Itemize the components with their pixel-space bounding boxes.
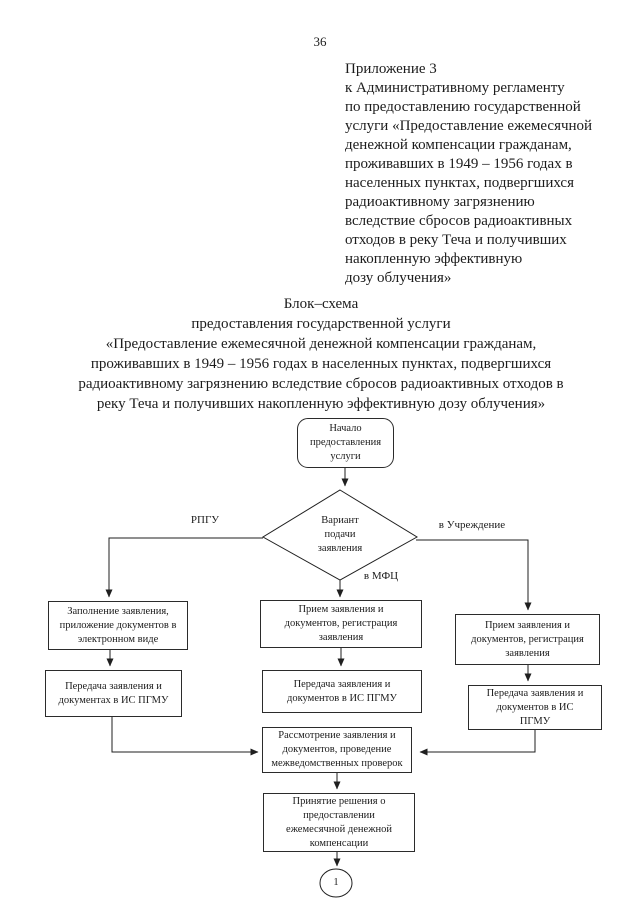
page-number: 36 bbox=[313, 34, 327, 49]
connector-circle-shape bbox=[319, 868, 353, 898]
branch-label-rpgu: РПГУ bbox=[190, 514, 220, 526]
node-institution-accept: Прием заявления и документов, регистраци… bbox=[455, 614, 600, 665]
arrow-epgu-to-review bbox=[111, 717, 259, 756]
node-institution-transfer: Передача заявления и документов в ИС ПГМ… bbox=[468, 685, 602, 730]
branch-label-mfc: в МФЦ bbox=[363, 570, 399, 582]
node-epgu-fill: Заполнение заявления, приложение докумен… bbox=[48, 601, 188, 650]
node-final-decision: Принятие решения о предоставлении ежемес… bbox=[263, 793, 415, 852]
node-review: Рассмотрение заявления и документов, про… bbox=[262, 727, 412, 773]
appendix-header: Приложение 3 к Административному регламе… bbox=[345, 61, 593, 286]
node-decision-label: Вариант подачи заявления bbox=[317, 515, 363, 554]
node-start: Начало предоставления услуги bbox=[297, 418, 394, 468]
branch-label-institution: в Учреждение bbox=[438, 519, 506, 531]
node-mfc-accept: Прием заявления и документов, регистраци… bbox=[260, 600, 422, 648]
scheme-title: Блок–схема предоставления государственно… bbox=[78, 296, 564, 412]
arrow-decision-to-epgu bbox=[105, 537, 263, 598]
connector-circle-label: 1 bbox=[333, 877, 339, 888]
arrow-decision-to-institution bbox=[416, 539, 532, 611]
arrow-institution-to-review bbox=[419, 730, 536, 756]
node-mfc-transfer: Передача заявления и документов в ИС ПГМ… bbox=[262, 670, 422, 713]
node-epgu-transfer: Передача заявления и документах в ИС ПГМ… bbox=[45, 670, 182, 717]
